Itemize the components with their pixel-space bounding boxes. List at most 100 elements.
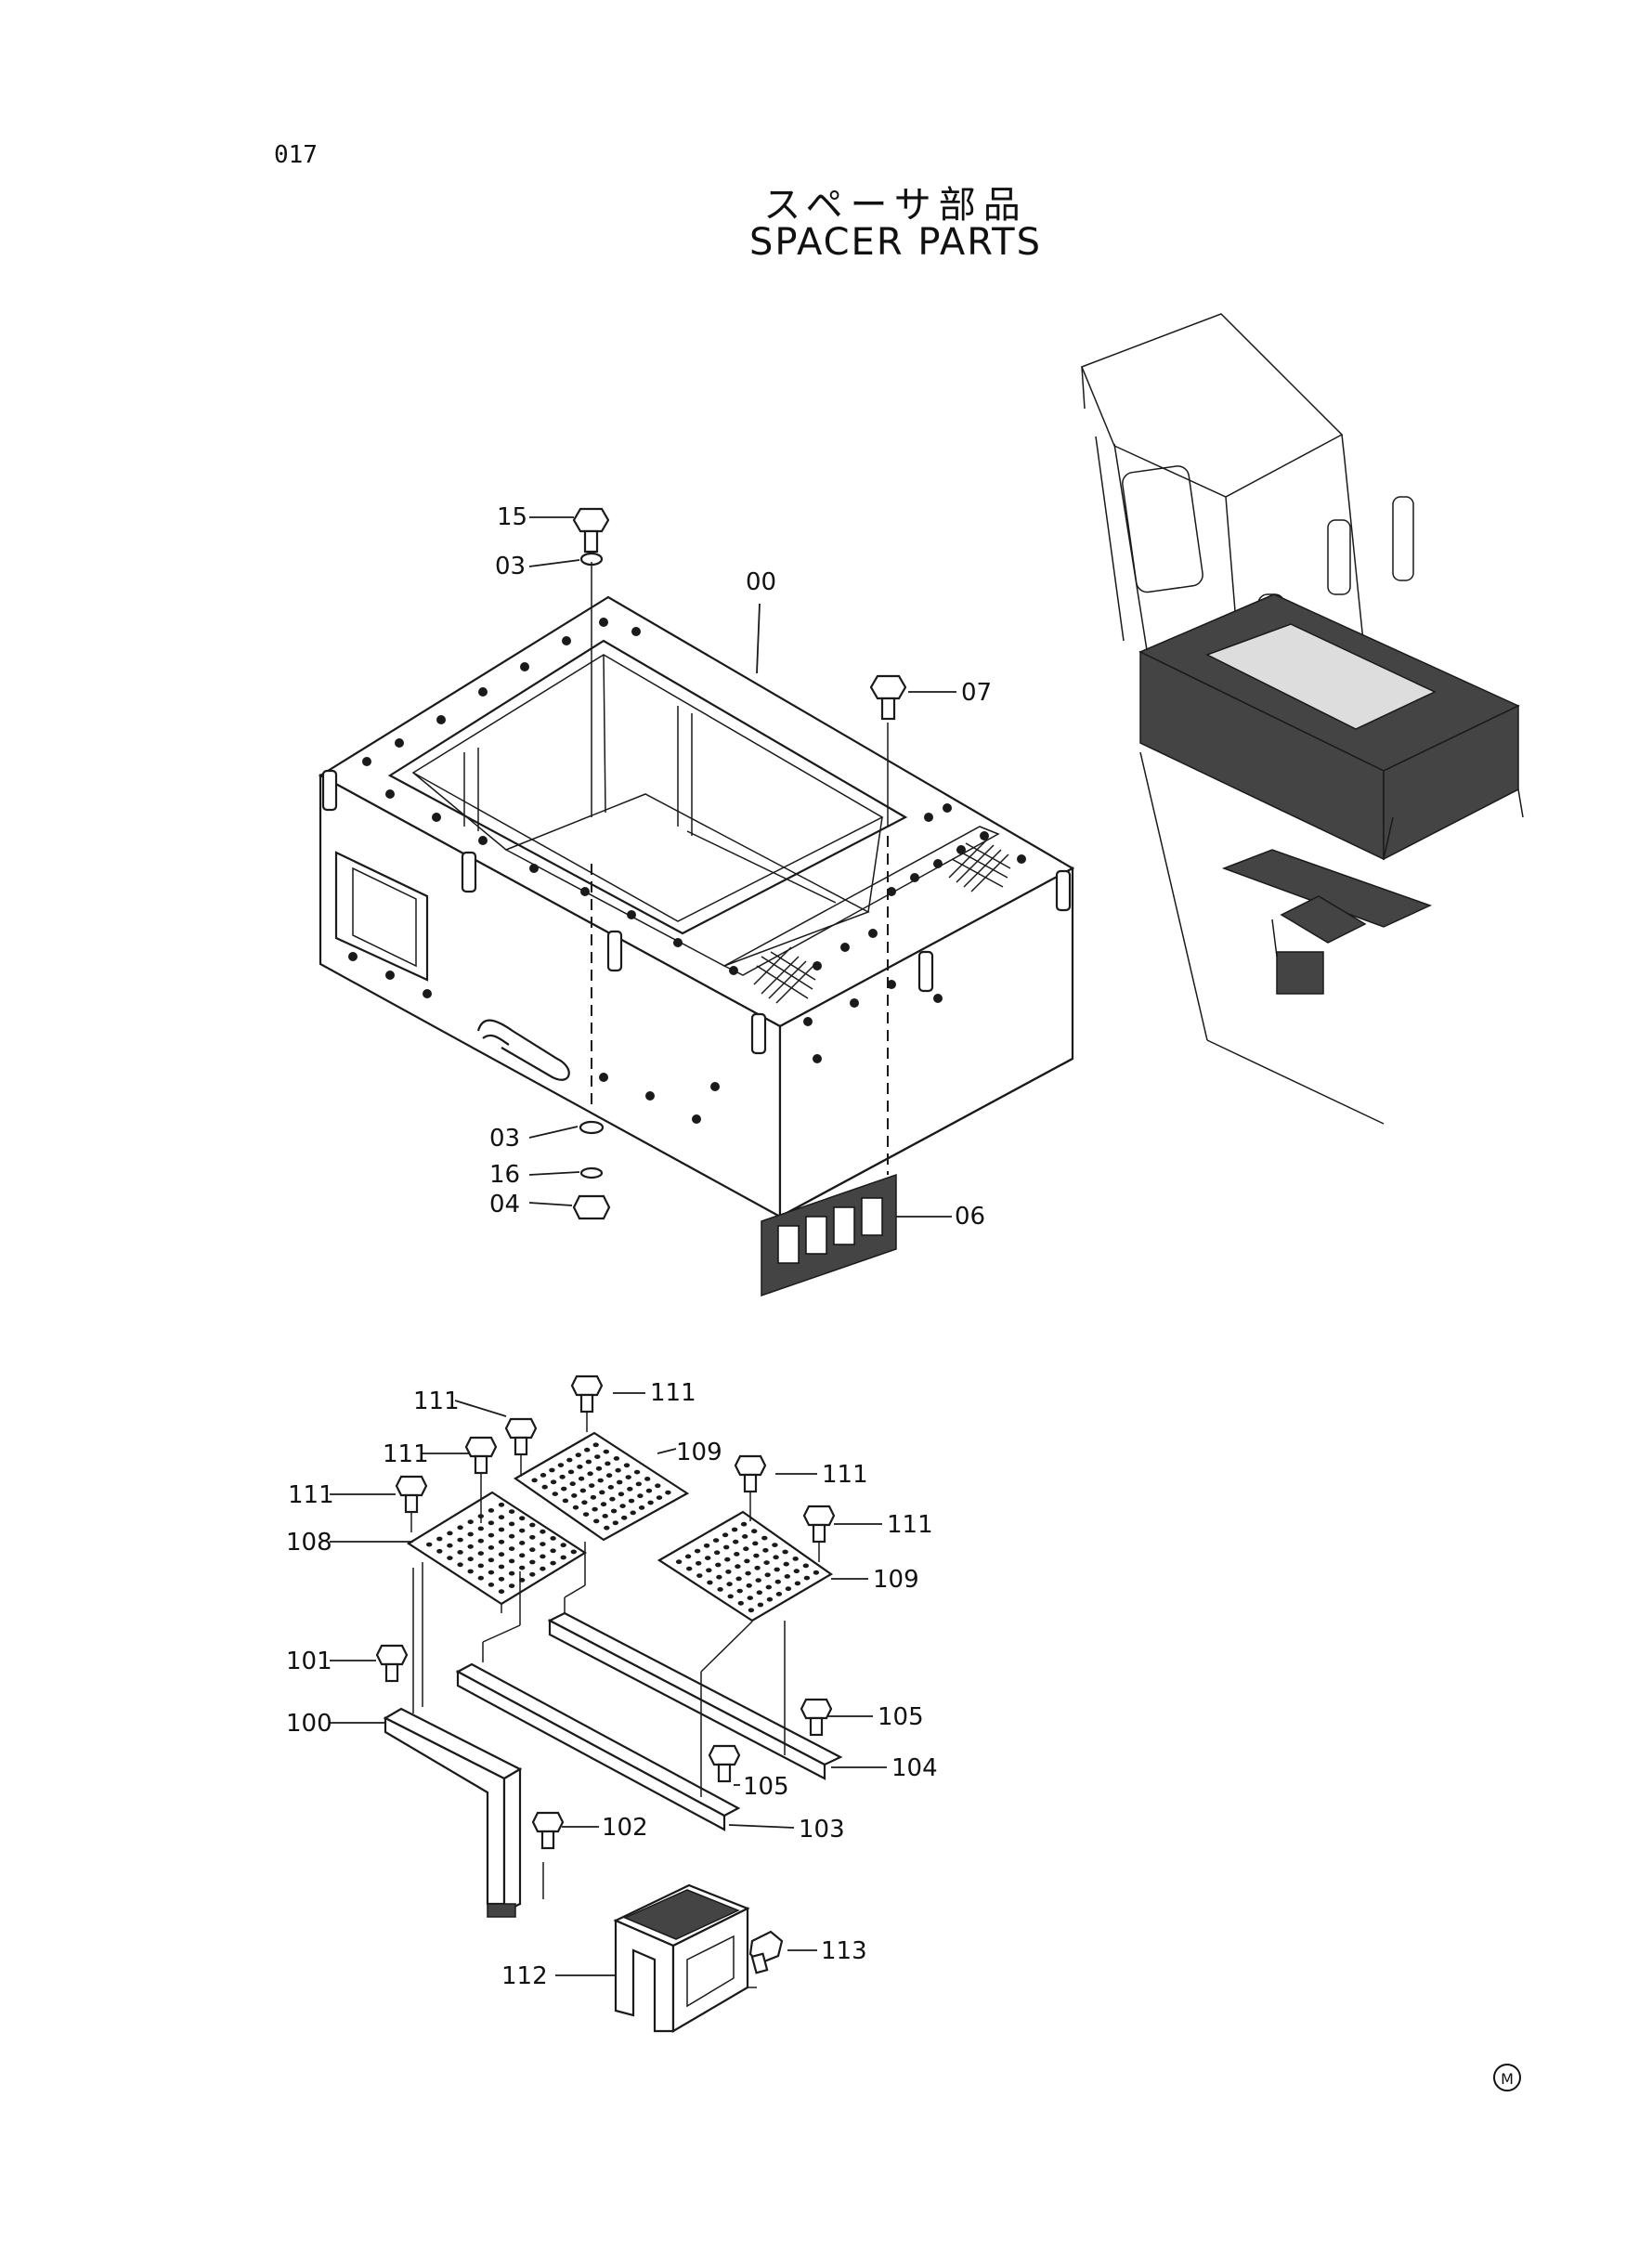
perforation-hole	[609, 1496, 616, 1502]
perforation-hole	[761, 1535, 768, 1541]
perforation-hole	[575, 1453, 581, 1458]
perforation-hole	[684, 1554, 692, 1559]
perforation-hole	[498, 1589, 505, 1595]
perforation-hole	[712, 1538, 720, 1543]
callout-03-top: 03	[495, 553, 526, 580]
perforation-hole	[600, 1502, 607, 1507]
perforation-hole	[740, 1521, 748, 1527]
perforated-plate-109a	[513, 1431, 690, 1542]
perforation-hole	[488, 1570, 495, 1575]
perforation-hole	[748, 1608, 755, 1613]
perforation-hole	[752, 1541, 759, 1546]
page-title-english: SPACER PARTS	[749, 221, 1042, 264]
perforation-hole	[590, 1494, 597, 1500]
perforation-hole	[772, 1543, 778, 1547]
leaders-upper	[528, 516, 956, 1218]
perforation-hole	[754, 1565, 761, 1570]
perforation-hole	[715, 1562, 722, 1568]
perforation-hole	[488, 1545, 495, 1550]
bolt-15	[572, 507, 610, 1110]
callout-109-b: 109	[873, 1566, 919, 1594]
perforation-hole	[742, 1534, 748, 1539]
perforation-hole	[762, 1547, 769, 1553]
perforation-hole	[605, 1461, 611, 1466]
perforation-hole	[753, 1553, 760, 1558]
perforation-hole	[519, 1528, 526, 1533]
perforation-hole	[508, 1533, 515, 1539]
perforation-hole	[696, 1560, 702, 1566]
perforation-hole	[613, 1456, 620, 1461]
callout-111-b: 111	[413, 1388, 460, 1415]
perforation-hole	[457, 1537, 463, 1543]
perforation-hole	[604, 1525, 610, 1531]
perforation-hole	[593, 1518, 600, 1524]
perforation-hole	[477, 1575, 484, 1581]
perforation-hole	[508, 1570, 515, 1576]
perforation-hole	[766, 1596, 774, 1602]
footer-mark: M	[1493, 2064, 1521, 2091]
perforation-hole	[665, 1490, 671, 1495]
perforation-hole	[612, 1520, 618, 1526]
perforation-hole	[529, 1547, 536, 1553]
callout-111-d: 111	[288, 1481, 334, 1509]
callout-111-c: 111	[383, 1440, 429, 1468]
callout-15: 15	[497, 503, 527, 531]
perforation-hole	[571, 1493, 578, 1498]
perforation-hole	[467, 1544, 474, 1549]
perforation-hole	[722, 1532, 729, 1538]
perforation-hole	[436, 1536, 443, 1542]
perforation-hole	[621, 1515, 628, 1520]
step-112	[613, 1883, 757, 2033]
perforation-hole	[703, 1543, 710, 1548]
perforation-hole	[498, 1564, 505, 1570]
perforation-hole	[747, 1596, 753, 1600]
perforation-hole	[498, 1502, 505, 1507]
perforation-hole	[714, 1550, 721, 1556]
perforation-hole	[716, 1574, 722, 1580]
perforation-hole	[557, 1463, 565, 1467]
perforation-hole	[802, 1563, 809, 1569]
perforation-hole	[735, 1564, 741, 1570]
perforation-hole	[584, 1447, 591, 1453]
callout-100: 100	[286, 1710, 332, 1738]
perforation-hole	[457, 1525, 463, 1531]
perforation-hole	[529, 1522, 536, 1528]
bolt-113	[748, 1930, 784, 1974]
perforation-hole	[560, 1555, 566, 1560]
perforation-hole	[696, 1573, 703, 1578]
callout-105-a: 105	[878, 1703, 924, 1731]
perforation-hole	[724, 1557, 731, 1562]
perforation-hole	[529, 1571, 536, 1577]
perforation-hole	[477, 1551, 484, 1556]
perforation-hole	[597, 1478, 604, 1483]
perforation-hole	[498, 1576, 505, 1582]
perforation-hole	[519, 1553, 526, 1558]
perforation-holes	[426, 1442, 820, 1613]
perforation-hole	[785, 1586, 792, 1592]
perforation-hole	[550, 1479, 557, 1485]
perforation-hole	[784, 1574, 790, 1579]
perforated-plate-109b	[657, 1510, 834, 1622]
top-holes	[362, 618, 1026, 975]
rail-104	[547, 1542, 843, 1780]
callout-06: 06	[955, 1203, 985, 1231]
perforation-hole	[577, 1465, 583, 1469]
callout-103: 103	[799, 1816, 845, 1844]
perforation-hole	[694, 1548, 701, 1554]
perforation-hole	[519, 1516, 526, 1521]
leaders-lower	[330, 1392, 887, 1976]
perforation-hole	[578, 1476, 585, 1481]
callout-105-b: 105	[743, 1773, 789, 1801]
perforation-hole	[733, 1539, 739, 1544]
perforation-hole	[562, 1498, 569, 1504]
perforation-hole	[566, 1457, 573, 1463]
perforation-hole	[550, 1560, 556, 1566]
perforation-hole	[625, 1475, 631, 1479]
perforation-hole	[628, 1498, 635, 1504]
perforation-hole	[605, 1473, 613, 1479]
callout-03-bottom: 03	[489, 1125, 520, 1153]
perforation-hole	[755, 1578, 761, 1583]
perforation-hole	[751, 1529, 758, 1534]
perforation-hole	[498, 1527, 505, 1532]
perforation-hole	[594, 1454, 601, 1459]
